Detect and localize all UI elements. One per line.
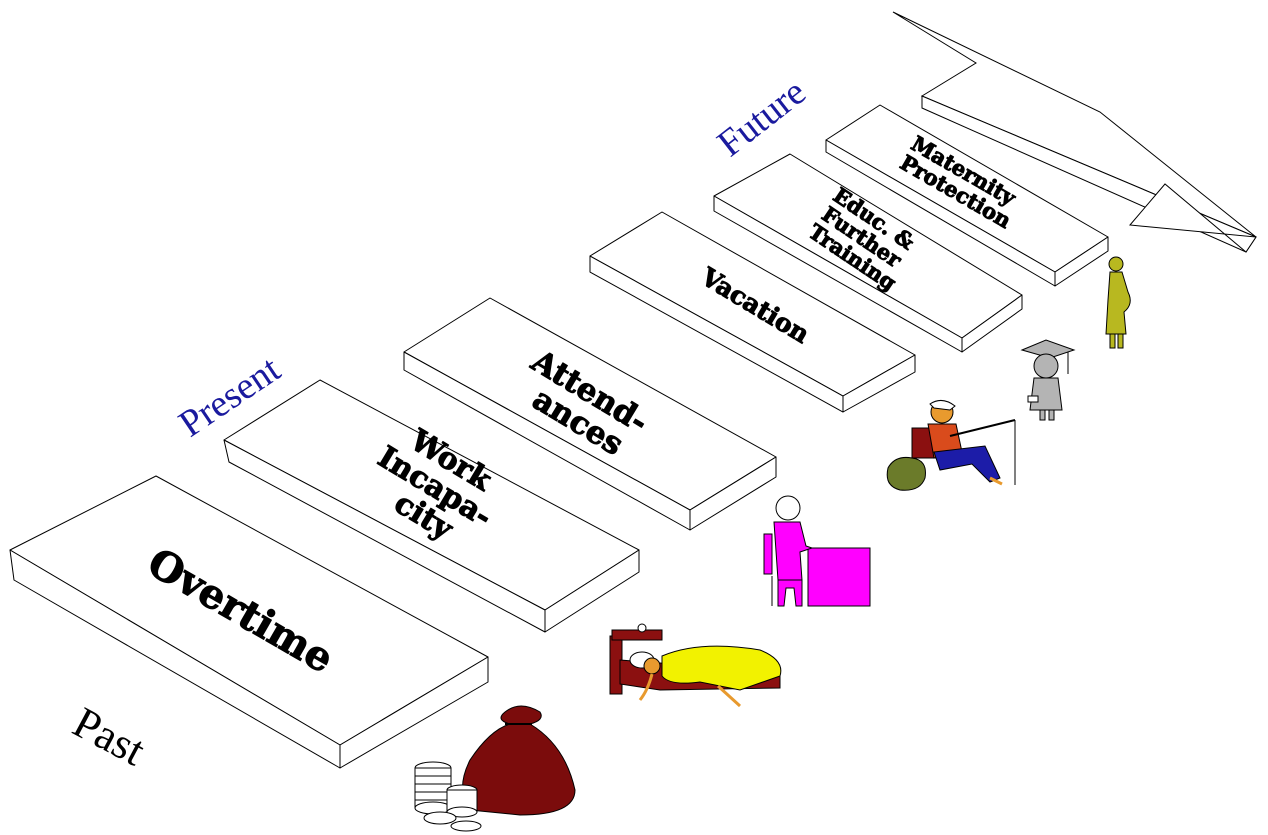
step-work-incapacity: Work Incapa- city xyxy=(223,379,640,633)
step-attendances: Attend- ances xyxy=(403,297,777,531)
time-label-future: Future xyxy=(710,71,814,165)
time-label-past: Past xyxy=(65,698,153,776)
fishing-vacation-icon xyxy=(886,400,1016,491)
top-landing-platform xyxy=(892,11,1257,253)
graduate-icon xyxy=(1020,339,1076,421)
desk-worker-icon xyxy=(763,495,871,607)
pregnant-woman-icon xyxy=(1105,256,1131,349)
step-overtime: Overtime xyxy=(9,475,489,769)
sick-in-bed-icon xyxy=(609,623,782,708)
step-vacation: Vacation xyxy=(589,211,916,413)
money-bag-icon xyxy=(414,705,576,832)
